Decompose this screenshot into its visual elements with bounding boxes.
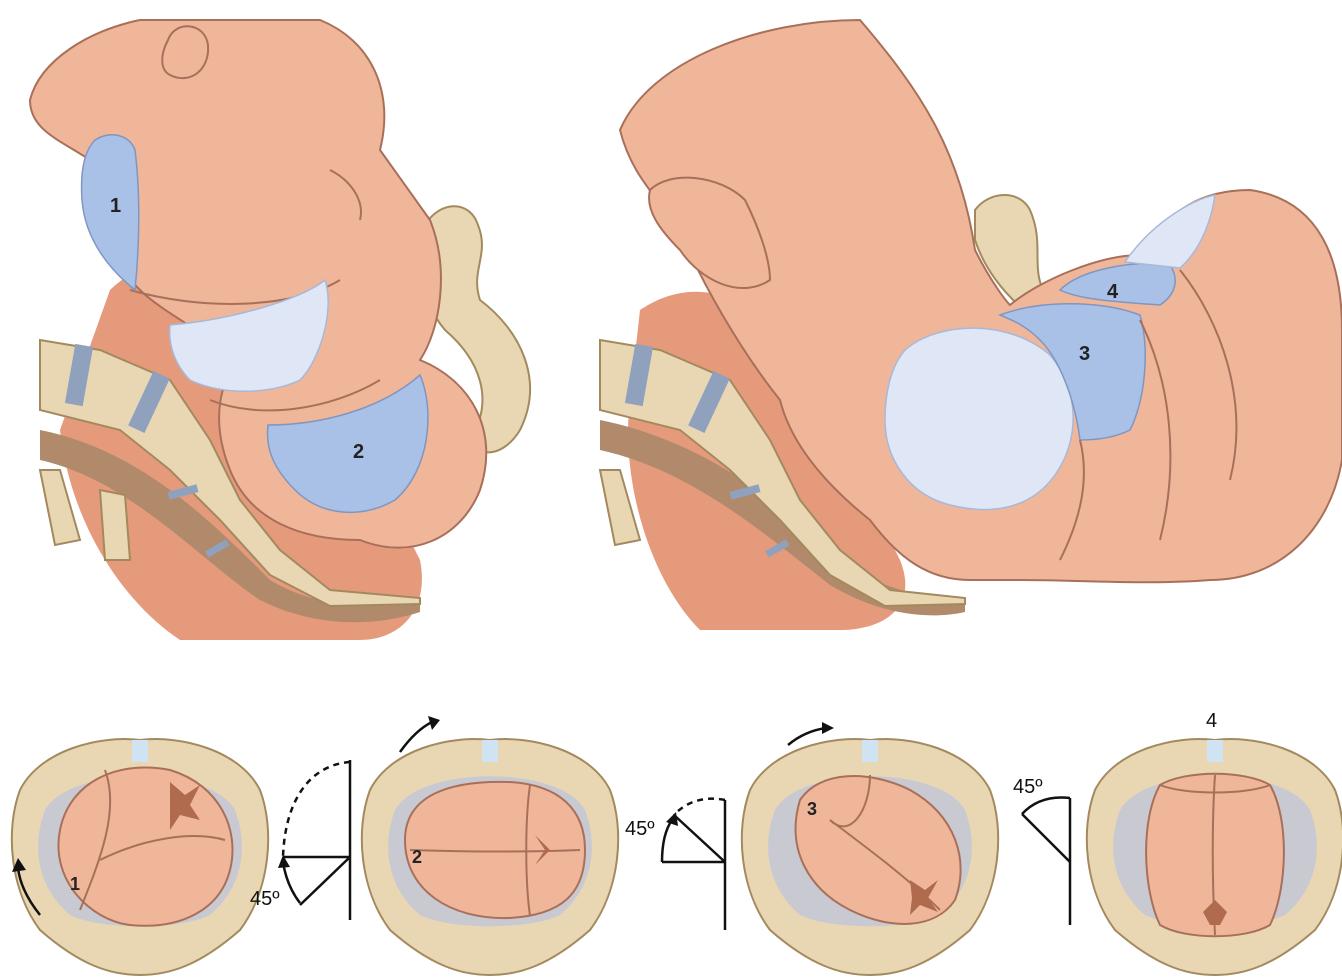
angle-label-2: 45º (625, 818, 655, 840)
pelvis-view-1: 1 (12, 739, 268, 975)
fetal-head-view-1 (58, 768, 232, 926)
pelvis-1-label: 1 (70, 874, 80, 894)
pelvis-view-3: 3 (742, 739, 998, 975)
top-right-illustration: 3 4 (600, 20, 1342, 630)
label-region-3: 3 (1079, 343, 1090, 365)
pelvis-view-4: 4 (1087, 710, 1342, 975)
pubic-symphysis (132, 740, 148, 762)
label-region-2: 2 (353, 441, 364, 463)
angle-diagram-3: 45º (1013, 776, 1070, 925)
top-left-illustration: 1 2 (30, 20, 530, 640)
region-light-right (885, 328, 1073, 509)
label-region-1: 1 (110, 195, 121, 217)
pelvis-2-label: 2 (412, 847, 422, 867)
angle-diagram-2: 45º (625, 799, 725, 930)
angle-label-1: 45º (250, 888, 280, 910)
label-region-4: 4 (1107, 281, 1119, 303)
angle-label-3: 45º (1013, 776, 1043, 798)
pelvis-3-label: 3 (807, 799, 817, 819)
pelvis-view-2: 2 (362, 739, 618, 975)
pelvis-4-label: 4 (1206, 710, 1217, 732)
